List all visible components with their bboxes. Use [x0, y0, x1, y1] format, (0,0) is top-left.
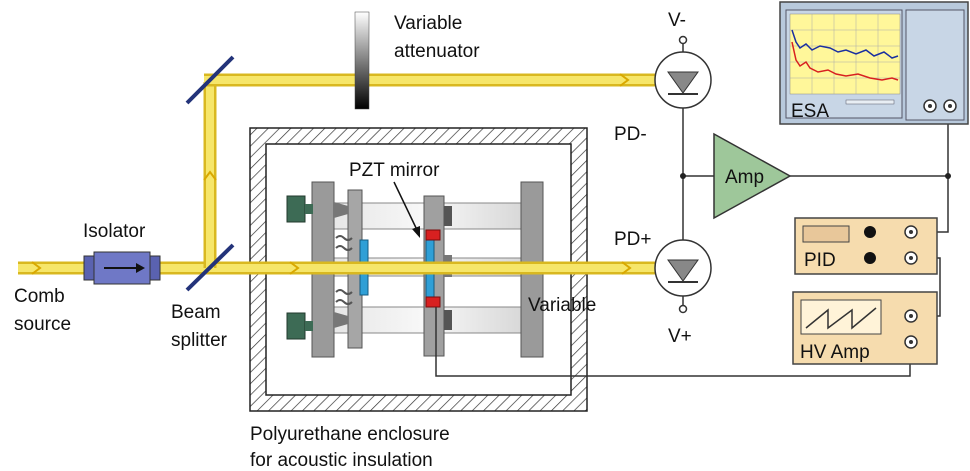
photodiode-plus: [654, 239, 712, 314]
label-variable-attenuator-2: attenuator: [394, 41, 480, 62]
variable-attenuator: [354, 11, 370, 110]
label-pid: PID: [804, 250, 836, 271]
beam-splitter: [185, 243, 235, 292]
junction-dots: [680, 173, 951, 179]
label-comb-source-2: source: [14, 314, 71, 335]
label-variable: Variable: [528, 295, 596, 316]
label-v-plus: V+: [668, 326, 692, 347]
label-beam-splitter-2: splitter: [171, 330, 228, 351]
label-beam-splitter-1: Beam: [171, 302, 221, 323]
label-v-minus: V-: [668, 10, 686, 31]
label-esa: ESA: [791, 101, 829, 122]
pzt-red-top: [425, 229, 441, 241]
esa-instrument: [779, 1, 969, 125]
label-pd-minus: PD-: [614, 124, 647, 145]
knob-bottom: [286, 312, 313, 340]
pid-controller: [794, 217, 938, 275]
knob-top: [286, 195, 313, 223]
label-isolator: Isolator: [83, 221, 146, 242]
hv-amp: [792, 291, 938, 365]
photodiode-minus: [654, 35, 712, 109]
label-amp: Amp: [725, 167, 764, 188]
label-pd-plus: PD+: [614, 229, 652, 250]
isolator: [83, 251, 161, 285]
fold-mirror: [185, 55, 235, 105]
label-enclosure-1: Polyurethane enclosure: [250, 424, 450, 445]
label-variable-attenuator-1: Variable: [394, 13, 462, 34]
label-comb-source-1: Comb: [14, 286, 65, 307]
amplifier: [713, 132, 792, 220]
label-hv-amp: HV Amp: [800, 342, 870, 363]
pzt-red-bottom: [425, 296, 441, 308]
label-enclosure-2: for acoustic insulation: [250, 450, 433, 471]
beam-arrows: [31, 73, 632, 275]
pzt-pointer: [393, 181, 420, 238]
label-pzt-mirror: PZT mirror: [349, 160, 440, 181]
